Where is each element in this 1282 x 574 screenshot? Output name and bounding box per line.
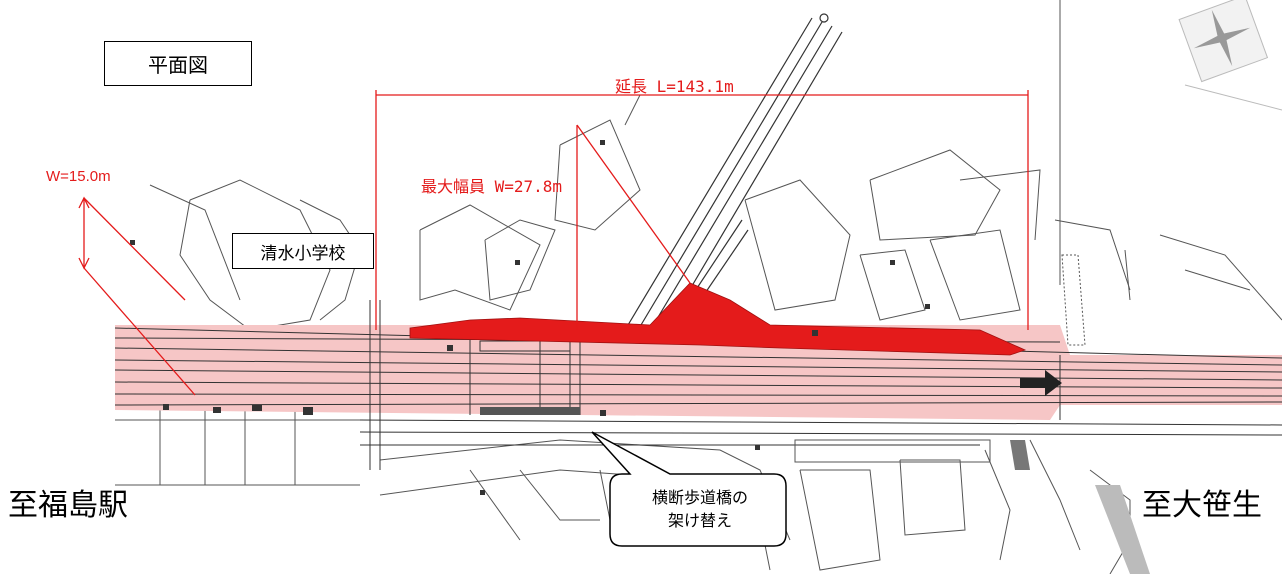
widening-area [409, 282, 1027, 356]
direction-arrow-icon [1020, 370, 1062, 396]
view-title-text: 平面図 [148, 53, 208, 77]
school-label: 清水小学校 [232, 233, 374, 269]
school-label-text: 清水小学校 [260, 243, 346, 264]
north-arrow-shadow [1184, 84, 1282, 111]
callout-text: 横断歩道橋の 架け替え [651, 487, 748, 530]
ramp-corridor [627, 13, 843, 341]
length-label: 延長 L=143.1m [615, 77, 734, 96]
callout-bubble [591, 431, 787, 547]
site-marks [130, 140, 930, 495]
width-left-label: W=15.0m [46, 168, 111, 185]
hatch-strips [479, 254, 1150, 574]
road-lines [114, 300, 1282, 470]
max-width-label: 最大幅員 W=27.8m [421, 177, 563, 196]
direction-left-label: 至福島駅 [8, 488, 128, 523]
north-arrow-icon [1178, 0, 1269, 83]
view-title: 平面図 [104, 41, 252, 86]
direction-right-label: 至大笹生 [1142, 488, 1262, 523]
dimension-lines [78, 90, 1029, 396]
